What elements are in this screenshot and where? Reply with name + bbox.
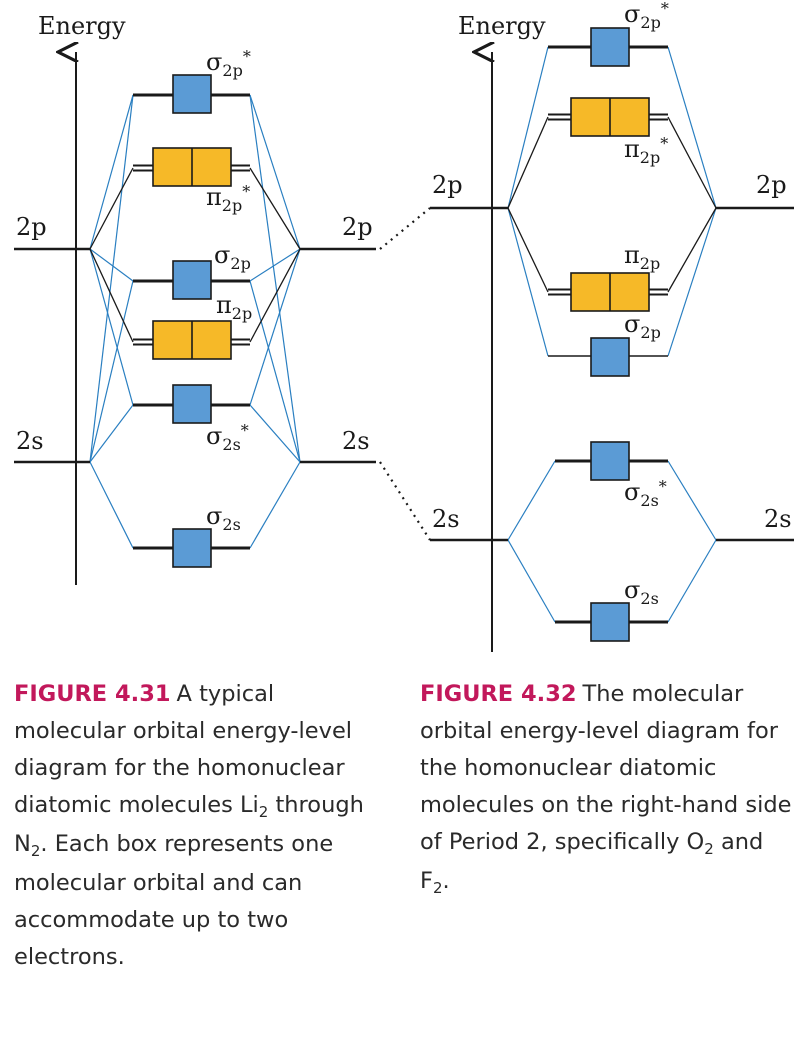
mo-label-pi2p-star-right: π2p*: [624, 134, 668, 167]
mo-label-sigma2s-star-left: σ2s*: [206, 421, 249, 454]
box-sigma2p-star-right: [590, 27, 630, 67]
level-label-2p-right-atom: 2p: [342, 213, 373, 241]
caption-text-c-32: .: [442, 868, 450, 894]
box-sigma2s-right: [590, 602, 630, 642]
figure-4-31-diagram: Energy: [14, 12, 431, 585]
level-label-2p-left-atom-o2: 2p: [432, 171, 463, 199]
caption-text-b-32: and F: [420, 829, 764, 894]
mo-label-pi2p-star-left: π2p*: [206, 182, 250, 215]
box-sigma2s-star-right: [590, 441, 630, 481]
energy-axis-label-right: Energy: [458, 12, 546, 40]
mo-label-sigma2s-star-right: σ2s*: [624, 477, 667, 510]
correlation-lines-black-left: [89, 167, 301, 343]
atomic-levels-right: [430, 206, 794, 542]
atomic-levels-left: [14, 247, 376, 464]
mo-label-sigma2s-right: σ2s: [624, 576, 659, 608]
level-label-2s-right-atom-o2: 2s: [764, 505, 792, 533]
mo-label-pi2p-left: π2p: [216, 291, 252, 323]
mo-label-sigma2p-star-right: σ2p*: [624, 0, 669, 32]
level-label-2p-left-atom: 2p: [16, 213, 47, 241]
mo-boxes-left: [152, 74, 232, 568]
caption-text-c-31: . Each box represents one molecular orbi…: [14, 831, 334, 970]
correlation-lines-blue-left: [89, 94, 301, 549]
caption-sub-a-32: 2: [704, 840, 714, 858]
box-sigma2p-star-left: [172, 74, 212, 114]
caption-text-a-32: The molecular orbital energy-level diagr…: [420, 681, 792, 855]
caption-sub-b-31: 2: [30, 842, 41, 860]
caption-text-a-31: A typical molecular orbital energy-level…: [14, 681, 353, 818]
caption-sub-b-32: 2: [432, 879, 443, 897]
caption-label-figure-4-31: FIGURE 4.31: [14, 681, 171, 707]
mo-label-sigma2p-left: σ2p: [214, 241, 251, 273]
box-sigma2p-left: [172, 260, 212, 300]
box-sigma2s-left: [172, 528, 212, 568]
box-sigma2s-star-left: [172, 384, 212, 424]
mo-label-pi2p-right: π2p: [624, 241, 660, 273]
dotted-connector-2s: [379, 461, 431, 541]
caption-text-b-31: through N: [14, 792, 364, 857]
level-label-2p-right-atom-o2: 2p: [756, 171, 787, 199]
level-label-2s-left-atom-o2: 2s: [432, 505, 460, 533]
mo-boxes-right: [570, 27, 650, 642]
level-label-2s-right-atom: 2s: [342, 427, 370, 455]
box-sigma2p-right: [590, 337, 630, 377]
caption-sub-a-31: 2: [258, 803, 269, 821]
mo-diagrams: Energy: [14, 0, 794, 652]
dotted-connector-2p: [379, 207, 431, 250]
mo-label-sigma2p-star-left: σ2p*: [206, 47, 251, 80]
mo-label-sigma2s-left: σ2s: [206, 502, 241, 534]
correlation-lines-black-right: [507, 116, 717, 293]
energy-axis-label-left: Energy: [38, 12, 126, 40]
caption-label-figure-4-32: FIGURE 4.32: [420, 681, 577, 707]
correlation-lines-blue-right: [507, 46, 717, 623]
mo-label-sigma2p-right: σ2p: [624, 310, 661, 342]
level-label-2s-left-atom: 2s: [16, 427, 44, 455]
figure-4-32-diagram: Energy 2p 2s 2p 2s: [430, 0, 794, 652]
